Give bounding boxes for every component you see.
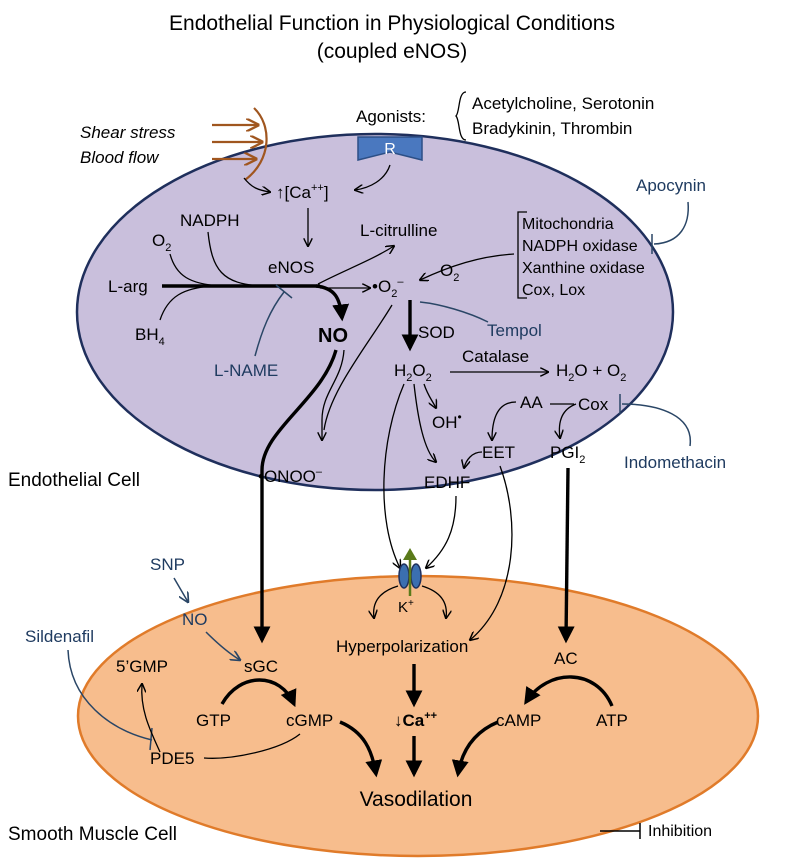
nadph-join [207,231,263,287]
o2-label: O2 [152,231,171,254]
pde5-to-5gmp [142,684,161,753]
nadph-label: NADPH [180,211,240,230]
bh4-join [159,285,213,321]
pde5-label: PDE5 [150,749,194,768]
vasodilation-label: Vasodilation [360,788,473,811]
potassium-label: K+ [398,598,414,616]
tempol-label: Tempol [487,321,542,340]
eet-to-hyperpolarization [470,465,513,640]
agonists-label: Agonists: [356,107,426,126]
lcitrulline-label: L-citrulline [360,221,437,240]
h2o2-label: H2O2 [394,361,432,384]
o2-join [169,253,221,287]
agonists-brace [455,91,467,141]
tempol-line [419,301,489,323]
hyperpolarization-label: Hyperpolarization [336,637,468,656]
calcium-increase: ↑[Ca++] [276,182,329,202]
source-2: NADPH oxidase [522,238,638,255]
sildenafil-label: Sildenafil [25,627,94,646]
sm-no-label: NO [182,610,208,629]
title-line-2: (coupled eNOS) [317,40,468,63]
cgmp-label: cGMP [286,711,333,730]
o2b-label: O2 [440,261,459,284]
shear-arrows-icon [212,107,268,181]
agonists-line-2: Bradykinin, Thrombin [472,119,632,138]
eet-label: EET [482,443,515,462]
sildenafil-inhibition [67,649,153,741]
gmp5-label: 5’GMP [116,657,168,676]
atp-to-camp [524,675,614,707]
lname-bar [275,284,293,299]
camp-to-vasodilation [451,720,499,778]
arrow-shear-to-calcium [243,177,270,192]
endothelial-cell [75,132,675,492]
sources-bracket [517,211,527,299]
peroxynitrite-label: •ONOO– [258,466,323,486]
superoxide-label: •O2– [372,276,404,300]
oh-label: OH• [432,410,462,432]
source-4: Cox, Lox [522,282,585,299]
gtp-to-cgmp [220,678,297,708]
atp-label: ATP [596,711,628,730]
apocynin-label: Apocynin [636,176,706,195]
indomethacin-inhibition [621,403,691,447]
cox-to-pgi2 [559,403,577,438]
lname-inhibition [254,291,285,357]
h2o2-to-channel [383,383,405,568]
h2o2-to-oh [423,383,436,408]
aa-label: AA [520,393,543,412]
no-to-sgc [205,631,240,660]
endothelial-cell-label: Endothelial Cell [8,470,140,491]
inhibition-legend-icon [600,823,641,839]
source-1: Mitochondria [522,216,614,233]
superoxide-to-peroxynitrite [323,304,393,431]
potassium-channel-icon [398,548,422,596]
edhf-to-channel [426,495,457,568]
gtp-label: GTP [196,711,231,730]
title-line-1: Endothelial Function in Physiological Co… [169,12,615,35]
indomethacin-label: Indomethacin [624,453,726,472]
smooth-muscle-cell-label: Smooth Muscle Cell [8,824,177,845]
ca-decrease-label: ↓Ca++ [394,710,437,730]
larg-to-no-arrow [315,284,350,322]
catalase-label: Catalase [462,347,529,366]
edhf-label: EDHF [424,473,470,492]
snp-to-no [173,577,188,602]
snp-label: SNP [150,555,185,574]
cox-label: Cox [578,395,609,414]
ac-label: AC [554,649,578,668]
water-label: H2O + O2 [556,361,626,384]
h2o2-to-edhf [413,383,436,462]
aa-to-eet [492,401,517,440]
channel-to-hyper-right [421,585,446,618]
arrow-receptor-to-calcium [355,164,391,190]
bh4-label: BH4 [135,325,165,348]
apocynin-inhibition [653,201,689,245]
cgmp-to-pde5 [203,733,301,759]
enos-label: eNOS [268,258,314,277]
no-label: NO [318,325,348,347]
sod-label: SOD [418,323,455,342]
agonists-line-1: Acetylcholine, Serotonin [472,94,654,113]
receptor-label: R [384,141,396,158]
lname-label: L-NAME [214,361,278,380]
cgmp-to-vasodilation [339,720,383,778]
source-3: Xanthine oxidase [522,260,645,277]
no-to-sgc-arrow [253,349,338,644]
arrow-sources-to-superoxide [420,253,515,280]
no-to-peroxynitrite-arrow [322,349,345,440]
pgi2-label: PGI2 [550,443,585,466]
pgi2-to-ac [557,467,575,644]
camp-label: cAMP [496,711,541,730]
blood-flow-label: Blood flow [80,148,160,167]
sgc-label: sGC [244,657,278,676]
shear-stress-label: Shear stress [80,123,176,142]
arrow-to-lcitrulline [317,246,394,285]
receptor-icon [357,136,423,161]
larg-label: L-arg [108,277,148,296]
inhibition-legend-label: Inhibition [648,823,712,840]
eet-to-edhf [464,451,483,468]
channel-to-hyper-left [374,585,399,618]
